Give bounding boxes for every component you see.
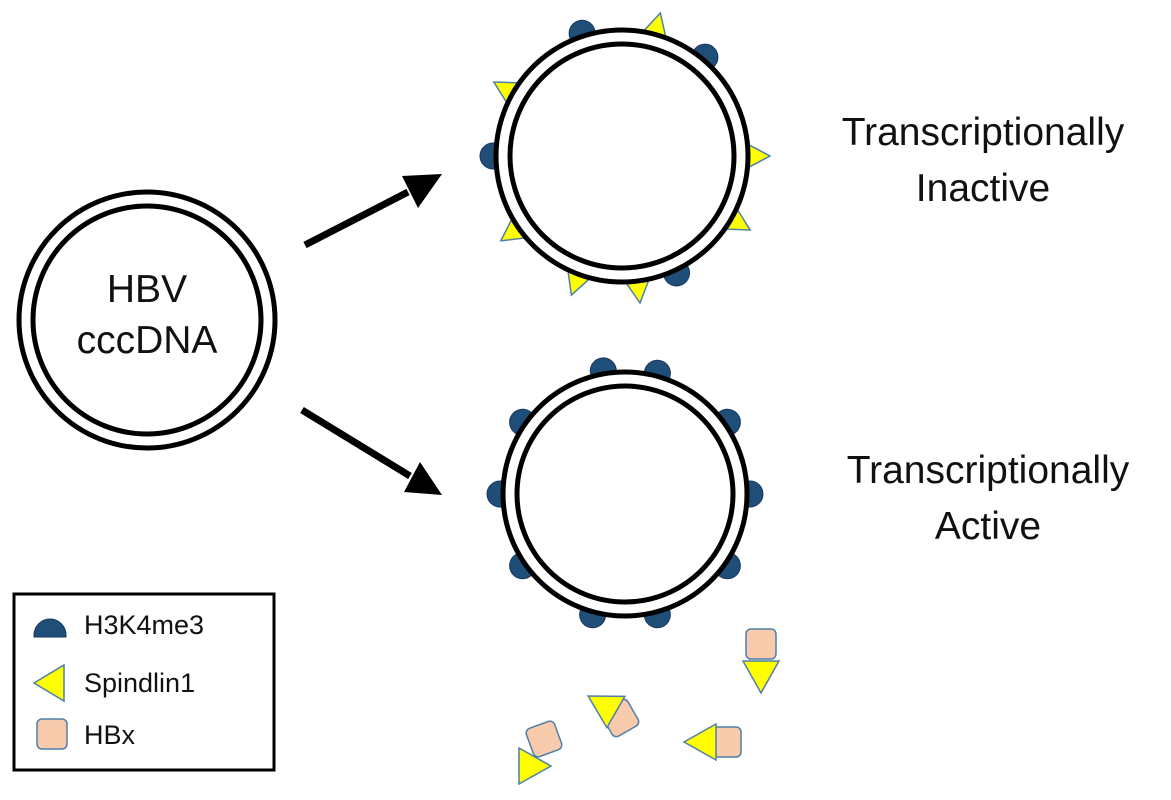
hbx-marker [745,628,777,660]
inactive-cccdna [479,11,772,305]
spindlin1-marker [518,746,553,786]
active-label-line1: Transcriptionally [847,449,1130,492]
rounded-square-marker-icon [36,718,68,750]
legend-label-h3k4me3: H3K4me3 [84,610,204,640]
arrow-to-inactive [303,174,442,249]
active-label-line2: Active [935,505,1041,548]
legend: H3K4me3 Spindlin1 HBx [12,592,276,772]
inactive-label-line2: Inactive [916,167,1050,210]
inactive-inner-ring [507,41,737,271]
legend-label-hbx: HBx [84,720,136,750]
arrows [300,174,442,495]
legend-item-hbx: HBx [36,718,136,750]
source-label-line2: cccDNA [77,319,218,362]
triangle-marker-icon [32,663,65,703]
legend-item-h3k4me3: H3K4me3 [33,610,204,640]
arrow-to-active [300,407,442,495]
legend-label-spindlin1: Spindlin1 [84,668,195,698]
active-cccdna [486,357,764,629]
source-inner-ring [30,203,264,437]
legend-item-spindlin1: Spindlin1 [32,663,195,703]
spindlin1-marker [741,660,781,695]
inactive-label-line1: Transcriptionally [842,111,1125,154]
free-hbx-spindlin1-complexes [518,628,781,786]
spindlin1-marker [682,722,717,762]
spindlin1-marker [586,695,627,730]
source-cccdna: HBV cccDNA [16,189,278,451]
active-inner-ring [514,383,736,605]
dome-marker-icon [33,618,67,638]
hbx-marker [525,720,563,758]
source-label-line1: HBV [107,268,187,311]
